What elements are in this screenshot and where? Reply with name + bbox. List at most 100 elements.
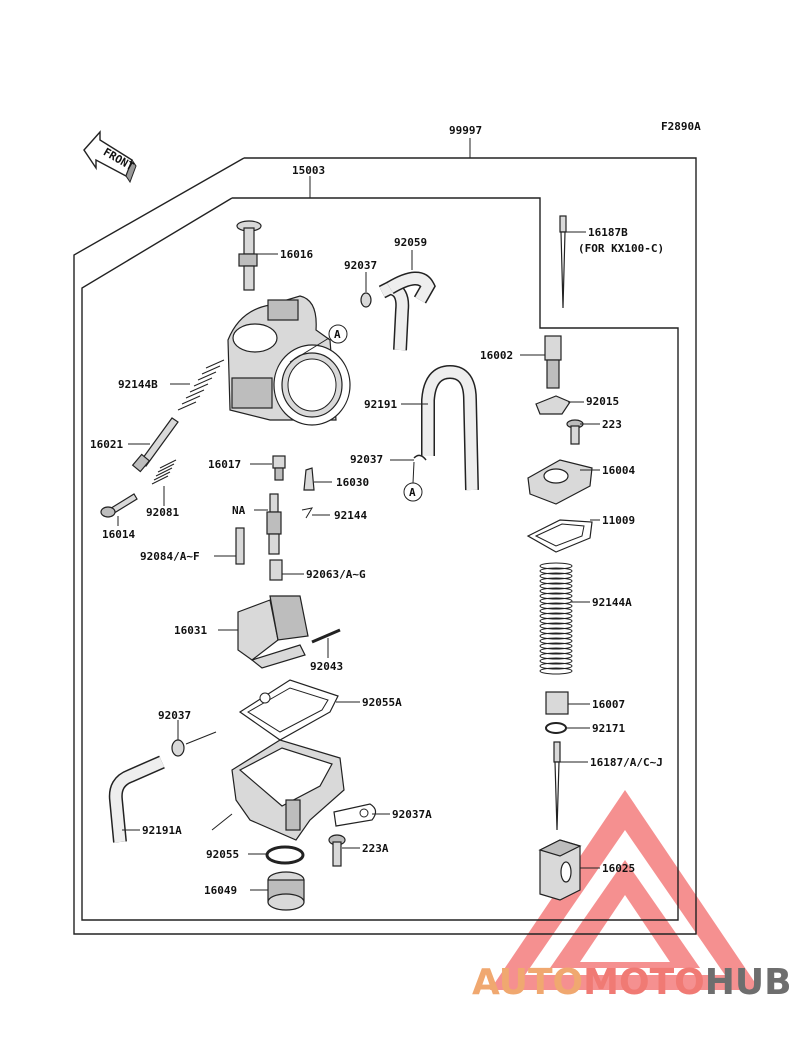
part-92037-left-shape <box>171 739 185 757</box>
spring-coil <box>539 627 573 635</box>
spring-coil <box>539 652 573 660</box>
label-99997: 99997 <box>449 124 482 137</box>
part-16017-shape <box>272 455 286 481</box>
watermark-part1: AUTO <box>472 962 583 1003</box>
part-92081-shape <box>151 459 177 485</box>
label-92037-top: 92037 <box>344 259 377 272</box>
part-16030-shape <box>303 467 315 491</box>
label-92059: 92059 <box>394 236 427 249</box>
label-16187: 16187/A/C~J <box>590 756 663 769</box>
label-16017: 16017 <box>208 458 241 471</box>
label-16021: 16021 <box>90 438 123 451</box>
part-16016-shape <box>236 220 262 291</box>
frame-99997 <box>73 157 697 935</box>
spring-coil <box>539 632 573 640</box>
part-92043-shape <box>311 628 341 644</box>
label-92144b: 92144B <box>118 378 158 391</box>
label-na: NA <box>232 504 246 517</box>
frame-15003 <box>81 197 679 921</box>
part-16025-shape <box>538 839 582 901</box>
watermark-part3: HUB <box>705 962 792 1003</box>
label-16014: 16014 <box>102 528 135 541</box>
part-16002-shape <box>544 335 562 389</box>
label-16187b-note: (FOR KX100-C) <box>578 242 664 255</box>
part-92144a-shape <box>539 562 573 675</box>
label-15003: 15003 <box>292 164 325 177</box>
spring-coil <box>539 657 573 665</box>
label-92081: 92081 <box>146 506 179 519</box>
label-16016: 16016 <box>280 248 313 261</box>
part-float-bowl-shape <box>231 739 345 841</box>
label-92191a: 92191A <box>142 824 182 837</box>
front-arrow-icon: FRONT <box>83 130 137 184</box>
spring-coil <box>539 617 573 625</box>
part-92055-shape <box>265 845 305 865</box>
label-16004: 16004 <box>602 464 635 477</box>
label-92144: 92144 <box>334 509 367 522</box>
spring-coil <box>539 667 573 675</box>
spring-coil <box>539 567 573 575</box>
diagram-code: F2890A <box>661 120 701 133</box>
part-223-shape <box>566 419 584 445</box>
label-92037a: 92037A <box>392 808 432 821</box>
label-92037-left: 92037 <box>158 709 191 722</box>
part-92171-shape <box>545 722 567 734</box>
label-16049: 16049 <box>204 884 237 897</box>
part-92037a-shape <box>333 803 377 827</box>
spring-coil <box>539 642 573 650</box>
label-16025: 16025 <box>602 862 635 875</box>
part-16021-shape <box>131 417 179 473</box>
label-92055a: 92055A <box>362 696 402 709</box>
svg-text:A: A <box>409 486 416 499</box>
label-16007: 16007 <box>592 698 625 711</box>
watermark-part2: MOTO <box>583 962 705 1003</box>
label-16030: 16030 <box>336 476 369 489</box>
spring-coil <box>539 592 573 600</box>
spring-coil <box>539 612 573 620</box>
label-92063: 92063/A~G <box>306 568 366 581</box>
label-92055: 92055 <box>206 848 239 861</box>
spring-coil <box>539 647 573 655</box>
callout-a-top: A <box>328 324 348 344</box>
spring-coil <box>539 622 573 630</box>
label-223: 223 <box>602 418 622 431</box>
label-16002: 16002 <box>480 349 513 362</box>
part-92037-mid-shape <box>413 454 427 461</box>
svg-text:A: A <box>334 328 341 341</box>
part-16007-shape <box>545 691 569 715</box>
leader-lines <box>117 231 600 891</box>
part-16031-shape <box>237 595 309 669</box>
part-16187-shape <box>553 741 561 831</box>
spring-coil <box>539 662 573 670</box>
label-11009: 11009 <box>602 514 635 527</box>
label-223a: 223A <box>362 842 389 855</box>
part-92144b-shape <box>177 359 225 411</box>
callout-a-mid: A <box>403 482 423 502</box>
part-92084-shape <box>235 527 245 565</box>
part-16014-shape <box>100 493 138 518</box>
watermark-text: AUTOMOTOHUB <box>472 962 792 1003</box>
label-92171: 92171 <box>592 722 625 735</box>
spring-coil <box>539 602 573 610</box>
part-92055a-shape <box>238 679 339 741</box>
spring-coil <box>539 597 573 605</box>
label-92191: 92191 <box>364 398 397 411</box>
label-92037-mid: 92037 <box>350 453 383 466</box>
label-92043: 92043 <box>310 660 343 673</box>
label-92015: 92015 <box>586 395 619 408</box>
part-223a-shape <box>328 834 346 867</box>
part-16049-shape <box>267 871 305 911</box>
spring-coil <box>539 572 573 580</box>
spring-coil <box>539 577 573 585</box>
part-carb-body-shape <box>227 295 351 426</box>
part-92144-shape <box>301 507 314 519</box>
part-92063-shape <box>269 559 283 581</box>
part-16187b-shape <box>559 215 567 309</box>
label-16031: 16031 <box>174 624 207 637</box>
part-16004-shape <box>527 459 593 505</box>
spring-coil <box>539 582 573 590</box>
watermark-logo <box>490 790 760 990</box>
spring-coil <box>539 562 573 570</box>
part-92015-shape <box>535 395 571 415</box>
